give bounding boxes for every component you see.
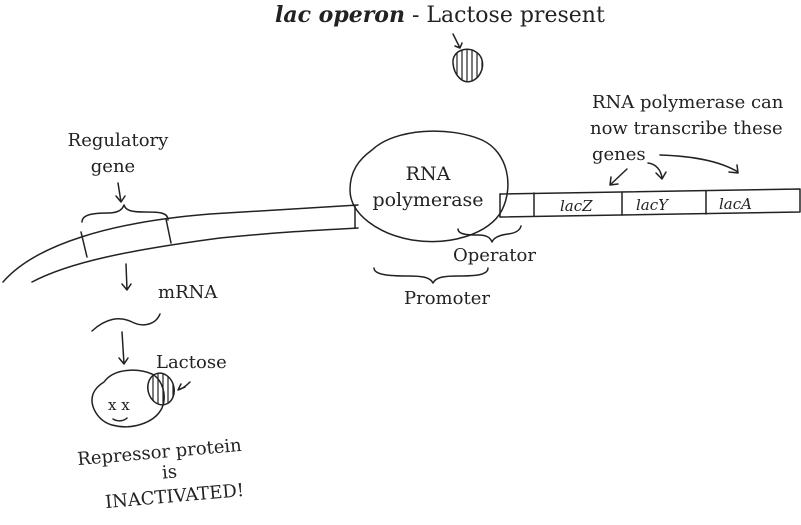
lactose-label: Lactose	[156, 352, 227, 373]
arrow-to-mrna	[121, 263, 132, 291]
arrow-to-bound-lactose	[177, 381, 191, 391]
arrow-to-laca	[659, 154, 739, 174]
repressor-face-mouth	[112, 417, 128, 422]
rna-polymerase-label-line1: RNA	[406, 163, 451, 185]
promoter-label: Promoter	[404, 288, 490, 309]
repressor-caption-line3: INACTIVATED!	[104, 480, 245, 513]
dna-strand	[2, 188, 801, 283]
regulatory-gene-boundary-right	[165, 218, 172, 244]
arrow-to-lacy	[647, 162, 667, 180]
repressor-face-eyes: x x	[108, 396, 130, 414]
gene-label-lacy: lacY	[636, 196, 670, 214]
title-rest: - Lactose present	[405, 3, 605, 28]
arrow-to-free-lactose	[452, 33, 463, 49]
gene-label-laca: lacA	[719, 195, 752, 213]
mrna-label: mRNA	[158, 282, 218, 303]
regulatory-gene-label-line2: gene	[91, 156, 135, 177]
arrow-to-regulatory-gene	[115, 182, 126, 203]
regulatory-gene-brace	[81, 204, 169, 223]
diagram-title: lac operon - Lactose present	[275, 2, 605, 28]
transcribe-note-line1: RNA polymerase can	[592, 92, 784, 113]
arrow-to-lacz	[609, 168, 628, 186]
mrna-strand	[91, 313, 161, 332]
transcribe-note-line3: genes	[592, 144, 646, 165]
title-bold: lac operon	[275, 2, 405, 28]
repressor-protein	[91, 369, 165, 428]
regulatory-gene-boundary-left	[80, 231, 88, 258]
arrow-to-repressor	[118, 331, 129, 365]
promoter-brace	[373, 267, 489, 284]
repressor-caption-line1: Repressor protein	[77, 435, 243, 470]
repressor-caption-line2: is	[161, 461, 178, 483]
operator-brace	[457, 225, 522, 243]
gene-label-lacz: lacZ	[560, 197, 593, 215]
free-lactose-molecule	[452, 48, 484, 83]
regulatory-gene-label-line1: Regulatory	[68, 130, 169, 151]
rna-polymerase-blob	[349, 130, 509, 243]
structural-gene-boundaries	[533, 190, 707, 217]
transcribe-note-line2: now transcribe these	[590, 118, 783, 139]
operator-label: Operator	[453, 245, 536, 266]
rna-polymerase-label-line2: polymerase	[372, 189, 483, 211]
